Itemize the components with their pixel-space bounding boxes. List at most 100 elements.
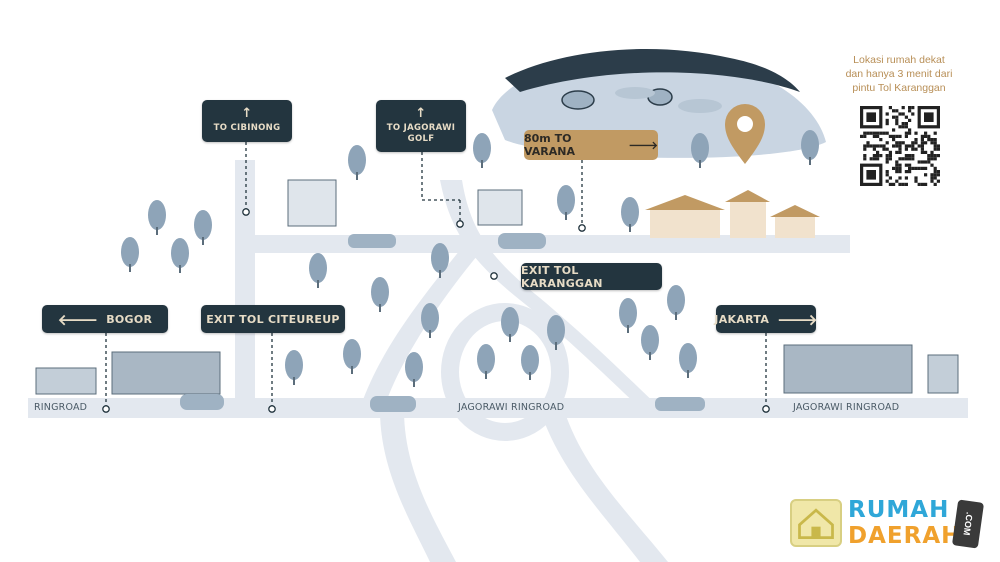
tree — [641, 325, 659, 355]
qr-module — [911, 154, 915, 158]
qr-module — [904, 170, 908, 174]
arrow-right-icon: 🡒 — [777, 310, 818, 329]
qr-module — [904, 131, 908, 135]
qr-module — [924, 134, 928, 138]
qr-module — [895, 160, 899, 164]
tree-trunk — [379, 304, 381, 312]
qr-module — [911, 106, 915, 110]
qr-module — [936, 173, 940, 177]
qr-module — [933, 141, 937, 145]
qr-module — [933, 176, 937, 180]
qr-module — [911, 112, 915, 116]
qr-module — [936, 144, 940, 148]
qr-module — [885, 173, 889, 177]
qr-module — [904, 176, 908, 180]
tree — [348, 145, 366, 175]
qr-module — [885, 147, 889, 151]
qr-module — [914, 179, 918, 183]
qr-module — [892, 109, 896, 113]
qr-module — [879, 144, 883, 148]
qr-module — [895, 144, 899, 148]
tree-trunk — [809, 157, 811, 165]
tree-trunk — [509, 334, 511, 342]
qr-module — [933, 138, 937, 142]
qr-module — [869, 131, 873, 135]
tree — [309, 253, 327, 283]
tree — [547, 315, 565, 345]
tree-trunk — [356, 172, 358, 180]
sign-to-cibinong: ↑ TO CIBINONG — [202, 100, 292, 142]
sign-label: EXIT TOL KARANGGAN — [521, 263, 603, 290]
qr-module — [898, 157, 902, 161]
qr-module — [863, 157, 867, 161]
qr-module — [892, 115, 896, 119]
location-note: Lokasi rumah dekat dan hanya 3 menit dar… — [816, 53, 982, 95]
qr-module — [885, 112, 889, 116]
qr-module — [933, 144, 937, 148]
qr-module — [914, 138, 918, 142]
arrow-left-icon: 🡐 — [57, 310, 99, 329]
qr-module — [908, 106, 912, 110]
qr-module — [898, 134, 902, 138]
arrow-right-icon: 🡒 — [628, 139, 659, 152]
qr-module — [904, 182, 908, 186]
qr-module — [888, 134, 892, 138]
qr-module — [933, 173, 937, 177]
qr-module — [882, 147, 886, 151]
qr-module — [927, 160, 931, 164]
arrow-up-icon: ↑ — [415, 105, 427, 121]
tree-trunk — [317, 280, 319, 288]
qr-module — [933, 166, 937, 170]
qr-module — [927, 134, 931, 138]
tree — [557, 185, 575, 215]
qr-module — [869, 157, 873, 161]
qr-module — [895, 134, 899, 138]
qr-module — [908, 118, 912, 122]
qr-module — [895, 163, 899, 167]
qr-module — [914, 147, 918, 151]
qr-module — [895, 141, 899, 145]
qr-module — [895, 115, 899, 119]
sign-jakarta: JAKARTA 🡒 — [714, 305, 818, 333]
qr-module — [920, 138, 924, 142]
tree-trunk — [129, 264, 131, 272]
cars — [180, 233, 705, 412]
tree-trunk — [485, 371, 487, 379]
qr-module — [917, 160, 921, 164]
road-label-jagorawi-right: JAGORAWI RINGROAD — [793, 402, 900, 413]
qr-module — [892, 134, 896, 138]
destination-text: 80m TO VARANA — [524, 132, 575, 158]
qr-module — [920, 160, 924, 164]
qr-module — [930, 173, 934, 177]
qr-module — [927, 154, 931, 158]
note-line-3: pintu Tol Karanggan — [852, 82, 946, 94]
tree-trunk — [675, 312, 677, 320]
qr-module — [904, 122, 908, 126]
qr-module — [876, 134, 880, 138]
watermark-line-2: DAERAH — [848, 523, 962, 549]
qr-code-icon[interactable] — [860, 106, 940, 186]
qr-module — [927, 157, 931, 161]
qr-module — [914, 131, 918, 135]
qr-module — [863, 144, 867, 148]
destination-varana-label: 80m TO VARANA 🡒 — [524, 130, 658, 160]
qr-module — [898, 144, 902, 148]
watermark-line-1: RUMAH — [848, 497, 950, 523]
qr-module — [911, 144, 915, 148]
qr-module — [872, 144, 876, 148]
sign-label-line1: TO JAGORAWI — [386, 122, 456, 133]
qr-module — [908, 128, 912, 132]
qr-module — [863, 134, 867, 138]
qr-module — [904, 147, 908, 151]
qr-module — [898, 170, 902, 174]
qr-module — [876, 144, 880, 148]
qr-module — [901, 157, 905, 161]
tree — [431, 243, 449, 273]
qr-module — [908, 144, 912, 148]
sign-exit-tol-karanggan: EXIT TOL KARANGGAN — [521, 263, 662, 290]
qr-module — [885, 154, 889, 158]
qr-module — [898, 125, 902, 129]
qr-module — [930, 141, 934, 145]
qr-module — [924, 182, 928, 186]
sign-label: TO CIBINONG — [213, 123, 281, 133]
